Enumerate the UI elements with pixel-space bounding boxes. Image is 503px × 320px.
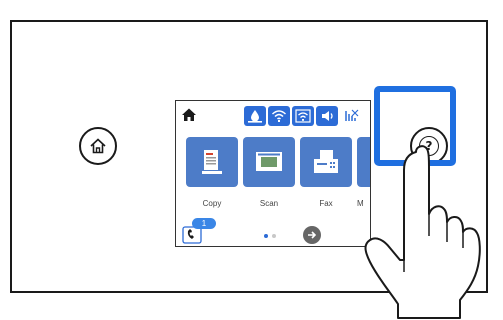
next-page-button[interactable] [303, 226, 321, 244]
ink-icon[interactable] [244, 106, 266, 126]
fax-label: Fax [300, 199, 352, 208]
lcd-screen: Copy Scan Fax M 1 [175, 100, 371, 247]
status-bar [176, 101, 370, 129]
scan-label: Scan [243, 199, 295, 208]
fax-badge: 1 [192, 218, 216, 229]
scan-tile[interactable] [243, 137, 295, 187]
scan-icon [253, 147, 285, 177]
fax-icon [310, 147, 342, 177]
copy-tile[interactable] [186, 137, 238, 187]
home-icon[interactable] [181, 107, 197, 123]
fax-tile[interactable] [300, 137, 352, 187]
wifi-direct-icon[interactable] [292, 106, 314, 126]
page-dot [272, 234, 276, 238]
home-button[interactable] [79, 127, 117, 165]
copy-icon [197, 147, 227, 177]
copy-label: Copy [186, 199, 238, 208]
sound-icon[interactable] [316, 106, 338, 126]
home-icon [89, 137, 107, 155]
pointing-hand-icon [360, 140, 503, 320]
page-dot-active [264, 234, 268, 238]
wifi-icon[interactable] [268, 106, 290, 126]
fax-status-button[interactable]: 1 [182, 221, 206, 241]
arrow-right-icon [306, 229, 318, 241]
signal-off-icon[interactable] [340, 106, 362, 126]
